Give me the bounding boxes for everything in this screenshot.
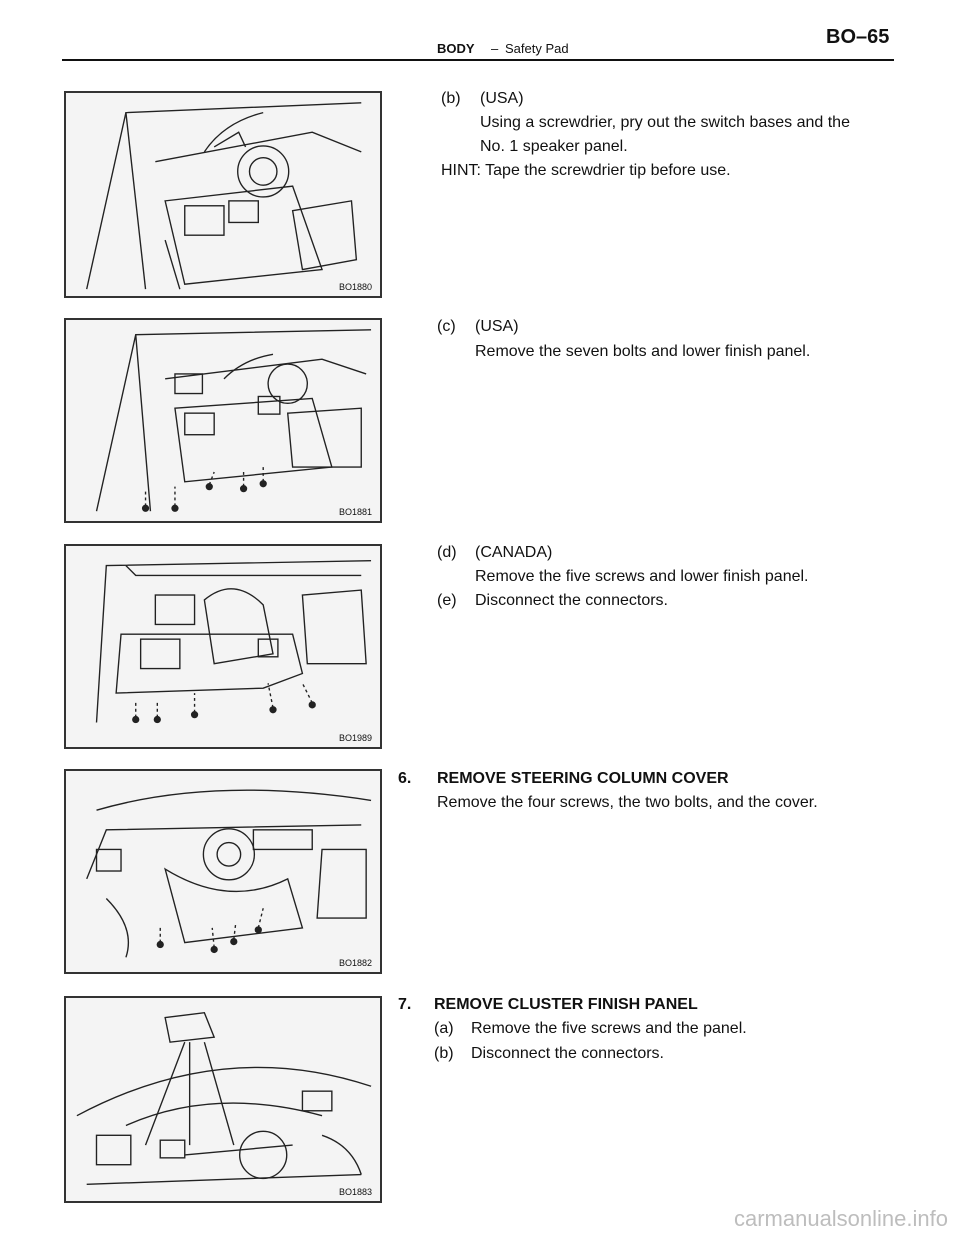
header-topic: Safety Pad (505, 41, 569, 56)
header-section: BODY (437, 41, 475, 56)
watermark: carmanualsonline.info (733, 1206, 948, 1231)
figure-illustration (95, 329, 372, 512)
figure-code: BO1881 (338, 507, 372, 517)
step-7-number: 7. (398, 996, 412, 1013)
step-b-line2: No. 1 speaker panel. (480, 138, 628, 155)
header-rule (62, 59, 894, 61)
figure-code: BO1989 (338, 733, 372, 743)
step-b-region: (USA) (480, 90, 524, 107)
figure-code: BO1880 (338, 282, 372, 292)
page-number: BO–65 (826, 26, 890, 48)
step-c-region: (USA) (475, 318, 519, 335)
figure-lower-finish-panel-canada: BO1989 (64, 544, 382, 749)
step-7b-label: (b) (434, 1045, 454, 1062)
step-6-line1: Remove the four screws, the two bolts, a… (437, 794, 818, 811)
step-c-label: (c) (437, 318, 456, 335)
step-e-text: Disconnect the connectors. (475, 592, 668, 609)
header-separator: – (491, 41, 499, 56)
figure-illustration (86, 789, 372, 958)
step-7-title: REMOVE CLUSTER FINISH PANEL (434, 996, 698, 1013)
step-7b-text: Disconnect the connectors. (471, 1045, 664, 1062)
figure-lower-finish-panel-usa: BO1881 (64, 318, 382, 523)
figure-code: BO1882 (338, 958, 372, 968)
step-b-label: (b) (441, 90, 461, 107)
step-b-line1: Using a screwdrier, pry out the switch b… (480, 114, 850, 131)
step-e-label: (e) (437, 592, 457, 609)
step-c-line1: Remove the seven bolts and lower finish … (475, 343, 811, 360)
step-d-label: (d) (437, 544, 457, 561)
figure-cluster-finish-panel: BO1883 (64, 996, 382, 1203)
step-7a-label: (a) (434, 1020, 454, 1037)
step-6-title: REMOVE STEERING COLUMN COVER (437, 770, 729, 787)
step-b-hint: HINT: Tape the screwdrier tip before use… (441, 162, 731, 179)
step-d-region: (CANADA) (475, 544, 553, 561)
figure-illustration (76, 1011, 372, 1186)
step-7a-text: Remove the five screws and the panel. (471, 1020, 747, 1037)
figure-switch-bases: BO1880 (64, 91, 382, 298)
step-d-line1: Remove the five screws and lower finish … (475, 568, 809, 585)
step-6-number: 6. (398, 770, 412, 787)
figure-illustration (95, 560, 372, 724)
figure-code: BO1883 (338, 1187, 372, 1197)
figure-steering-column-cover: BO1882 (64, 769, 382, 974)
figure-illustration (86, 102, 362, 290)
